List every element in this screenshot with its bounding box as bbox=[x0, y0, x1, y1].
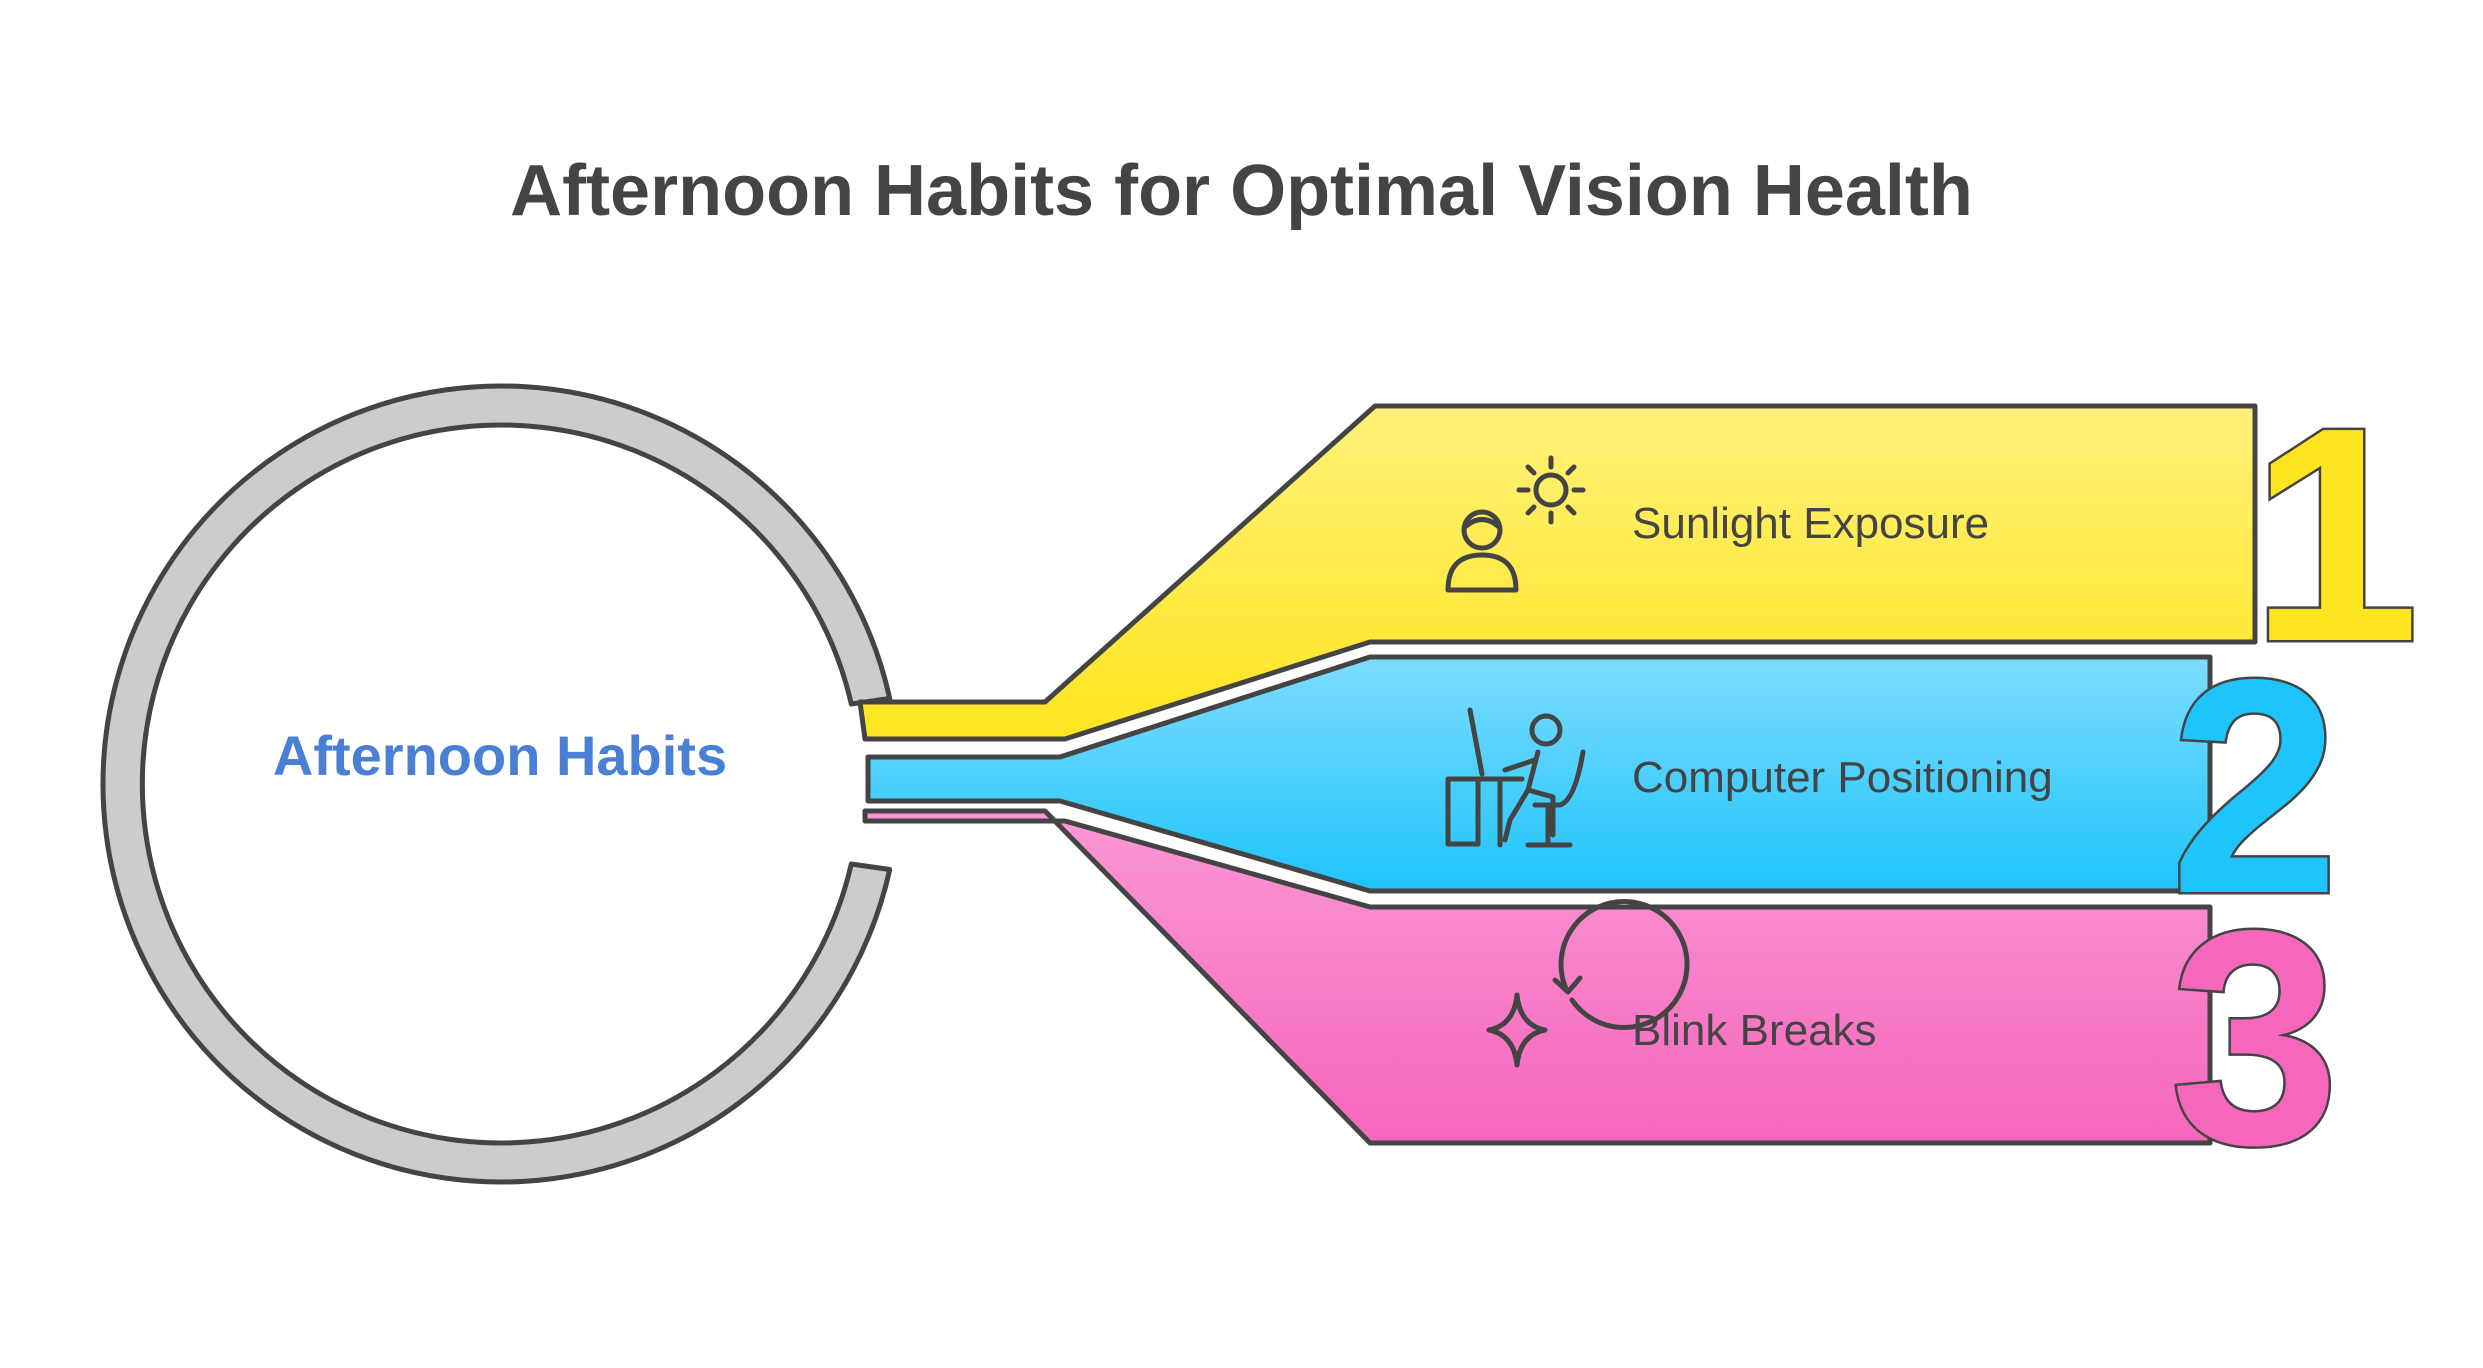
item-label-3: Blink Breaks bbox=[1632, 1006, 1877, 1055]
item-label-1: Sunlight Exposure bbox=[1632, 499, 1989, 548]
person-sun-icon bbox=[1445, 455, 1586, 593]
number-2: 2 bbox=[2170, 616, 2340, 957]
hub-label: Afternoon Habits bbox=[273, 724, 727, 787]
band-2 bbox=[865, 654, 2213, 894]
diagram-title: Afternoon Habits for Optimal Vision Heal… bbox=[510, 151, 1973, 231]
item-label-2: Computer Positioning bbox=[1632, 753, 2053, 802]
number-3: 3 bbox=[2170, 867, 2340, 1208]
sparkle-refresh-icon bbox=[1486, 898, 1690, 1068]
band-1 bbox=[857, 403, 2258, 742]
hub-ring bbox=[100, 383, 893, 1185]
number-1: 1 bbox=[2250, 364, 2420, 705]
person-at-desk-icon bbox=[1445, 707, 1586, 848]
band-3 bbox=[862, 808, 2213, 1146]
